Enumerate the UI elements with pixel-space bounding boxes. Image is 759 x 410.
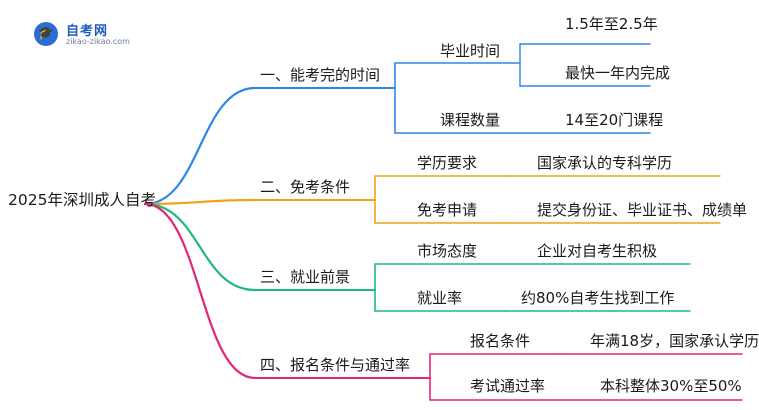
branch-connector	[143, 202, 257, 292]
leaf-node-pass-rate-value: 本科整体30%至50%	[600, 377, 742, 395]
logo-title: 自考网	[66, 24, 109, 39]
child-node-employment-rate: 就业率	[417, 289, 463, 307]
leaf-node-age-degree: 年满18岁，国家承认学历	[590, 332, 759, 350]
leaf-node-enterprise-positive: 企业对自考生积极	[537, 242, 658, 260]
site-logo[interactable]: 🎓 自考网 zikao-zikao.com	[34, 20, 144, 50]
leaf-node-fastest: 最快一年内完成	[565, 64, 671, 82]
logo-url: zikao-zikao.com	[66, 37, 130, 46]
leaf-node-college-degree: 国家承认的专科学历	[537, 154, 673, 172]
branch-node-employment: 三、就业前景	[260, 268, 351, 286]
leaf-node-rate: 约80%自考生找到工作	[521, 289, 675, 307]
leaf-node-documents: 提交身份证、毕业证书、成绩单	[537, 201, 748, 219]
branch-connector	[143, 86, 257, 206]
child-node-exemption-application: 免考申请	[417, 201, 478, 219]
branch-connector	[143, 198, 257, 206]
leaf-node-duration: 1.5年至2.5年	[565, 15, 658, 33]
graduation-cap-icon: 🎓	[34, 22, 58, 46]
branch-connector	[143, 202, 257, 380]
child-node-market-attitude: 市场态度	[417, 242, 478, 260]
child-node-pass-rate: 考试通过率	[470, 377, 546, 395]
branch-node-exemption: 二、免考条件	[260, 178, 351, 196]
child-node-education-requirement: 学历要求	[417, 154, 478, 172]
root-node: 2025年深圳成人自考	[8, 191, 156, 209]
leaf-node-courses: 14至20门课程	[565, 111, 664, 129]
child-node-graduation-time: 毕业时间	[440, 42, 501, 60]
child-node-course-count: 课程数量	[440, 111, 501, 129]
branch-node-registration: 四、报名条件与通过率	[260, 356, 411, 374]
branch-node-time: 一、能考完的时间	[260, 66, 381, 84]
child-node-registration-conditions: 报名条件	[470, 332, 531, 350]
